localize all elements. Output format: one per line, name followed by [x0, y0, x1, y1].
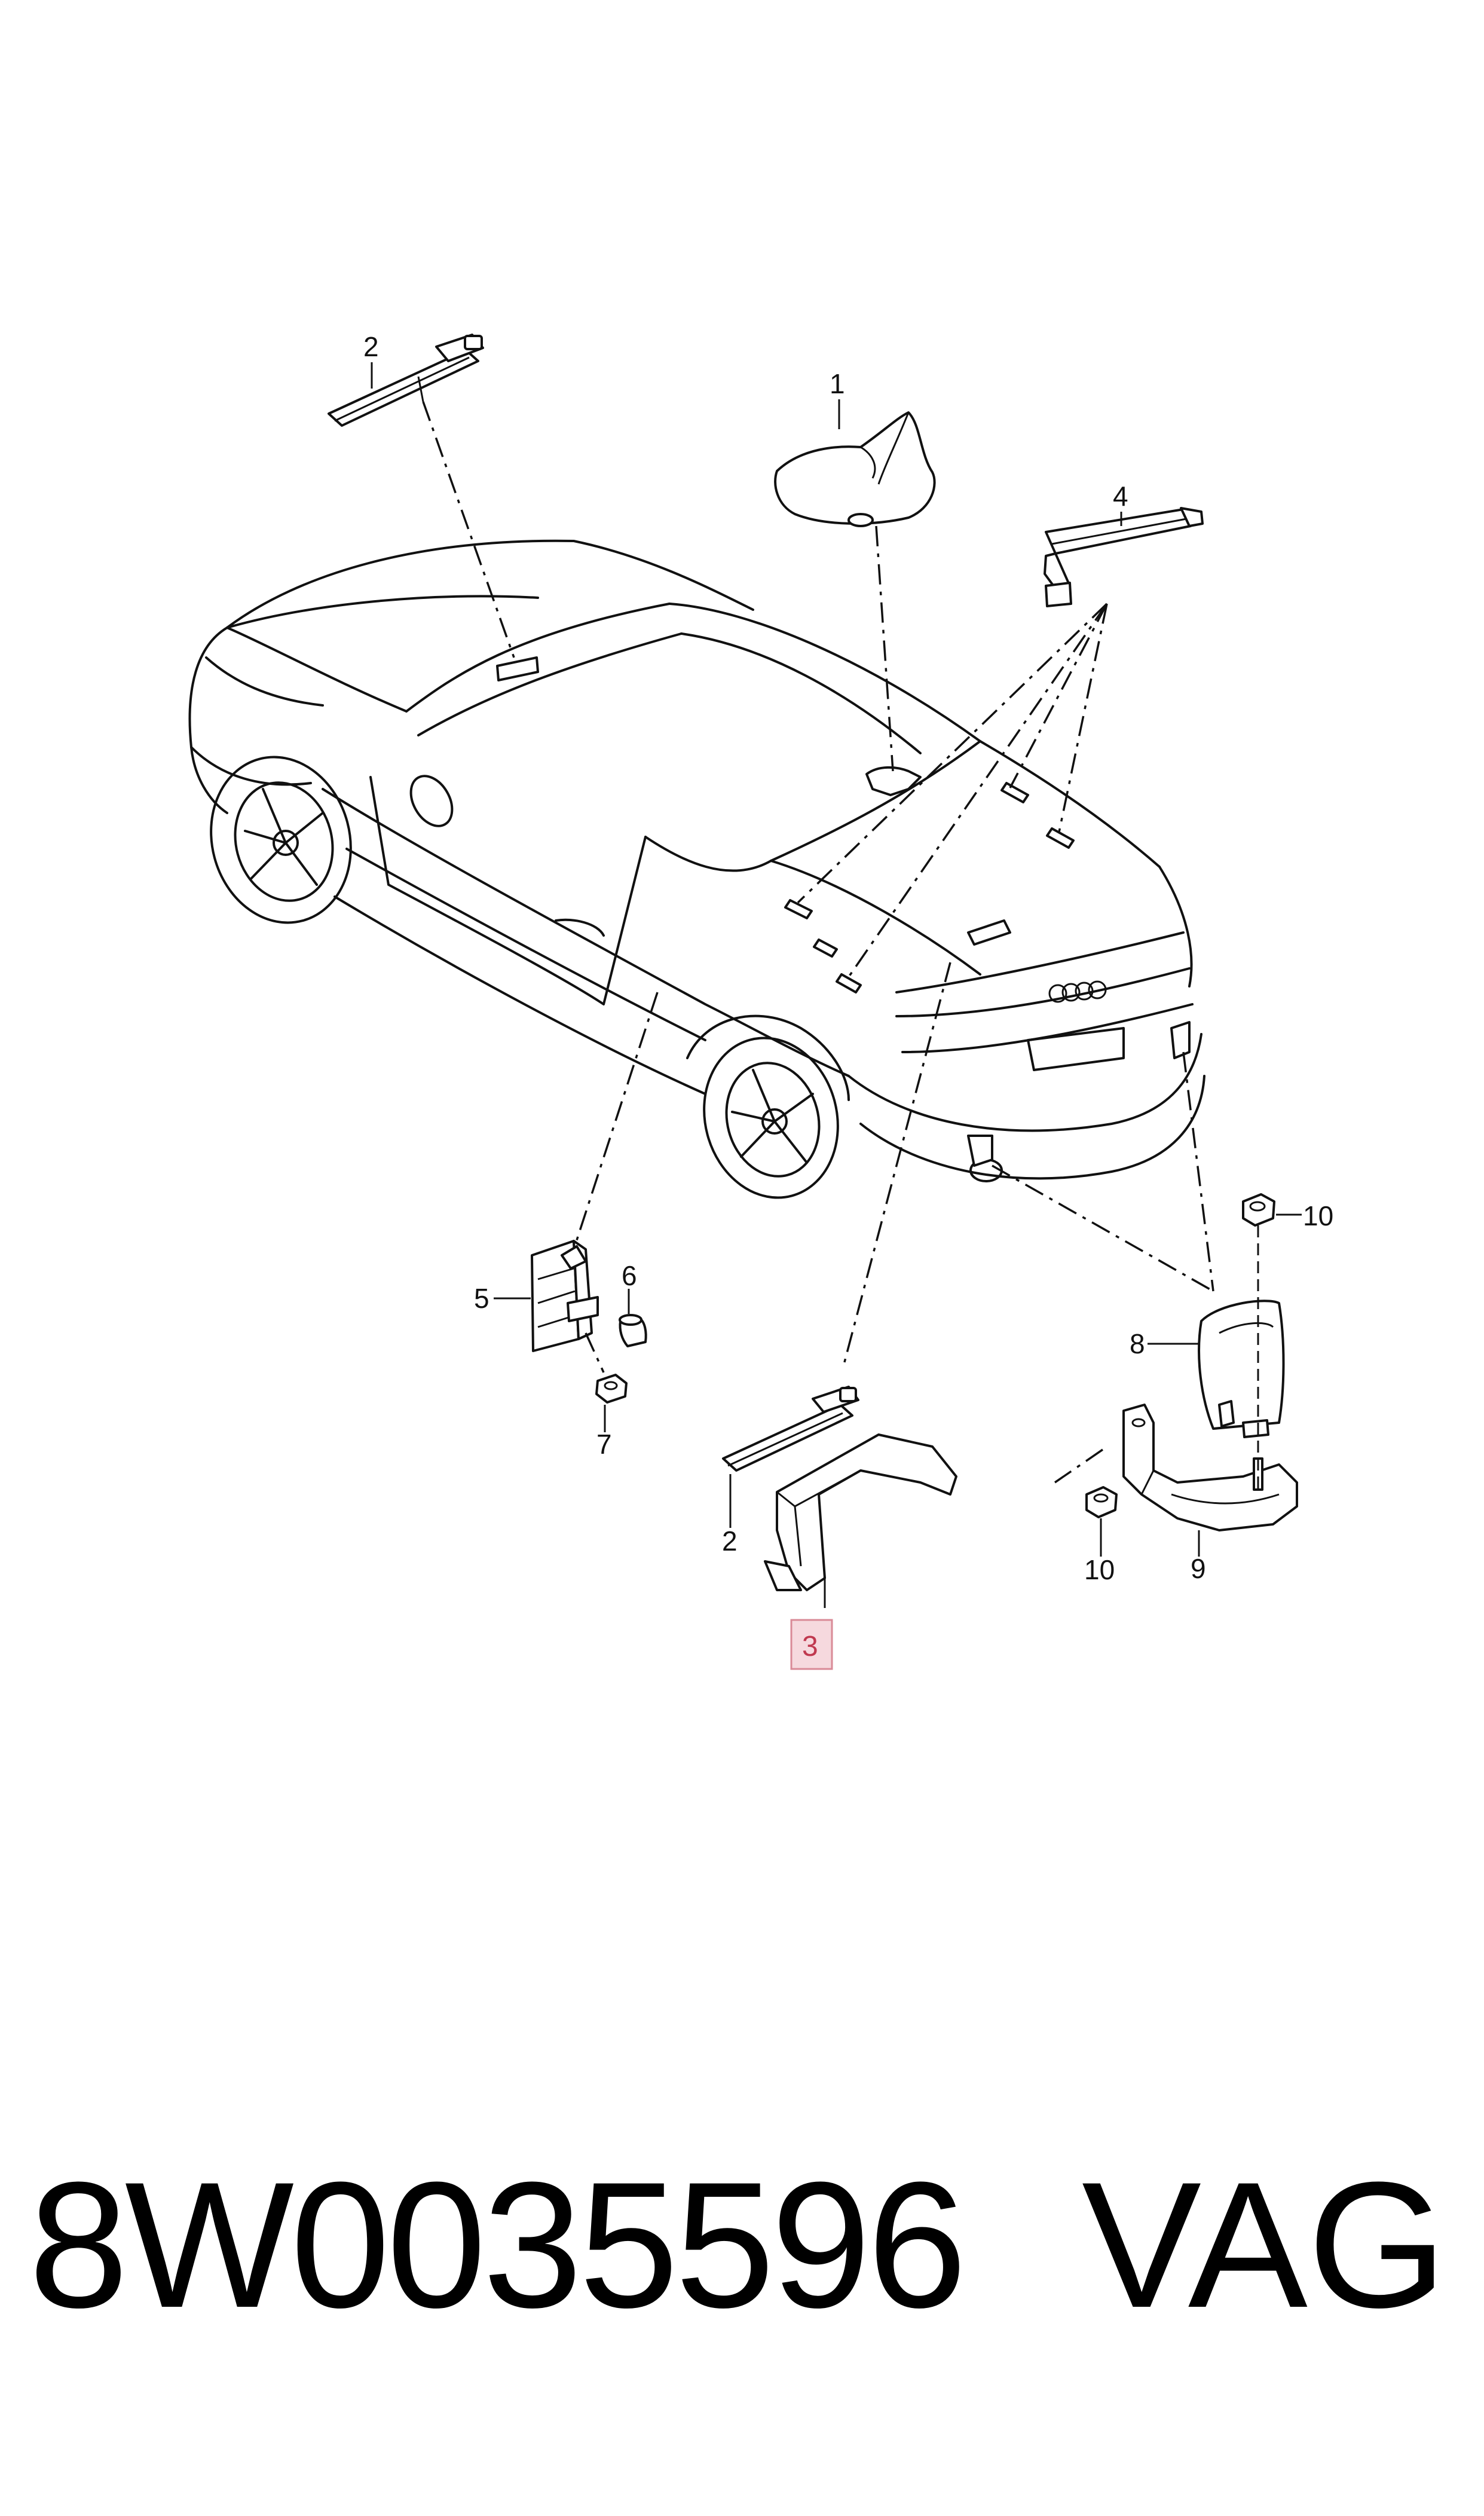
part-5-module — [531, 1240, 599, 1352]
part-8-cover — [1198, 1300, 1285, 1438]
part-10-bottom-nut — [1085, 1486, 1118, 1518]
callout-4: 4 — [1113, 481, 1128, 512]
footer: 8W0035596 VAG — [0, 2146, 1484, 2343]
part-9-plate — [1122, 1404, 1298, 1531]
car-outline — [188, 539, 1205, 1199]
callout-2-bottom: 2 — [722, 1526, 738, 1557]
part-2-bottom-amplifier — [722, 1386, 859, 1472]
part-10-top-nut — [1242, 1193, 1302, 1494]
part-number: 8W0035596 — [29, 2144, 967, 2345]
leader-lines — [422, 401, 1214, 1484]
callout-5: 5 — [474, 1283, 489, 1314]
callout-3-highlight — [790, 1619, 833, 1670]
callout-7: 7 — [596, 1429, 612, 1460]
part-3-bracket — [764, 1433, 957, 1608]
part-4-amplifier — [1044, 507, 1204, 607]
brand-label: VAG — [1082, 2144, 1448, 2345]
callout-1: 1 — [830, 368, 845, 399]
callout-6: 6 — [622, 1260, 637, 1291]
callout-8: 8 — [1130, 1328, 1145, 1359]
part-7-nut — [585, 1332, 628, 1404]
car-mount-markers — [496, 656, 1191, 1167]
callout-9: 9 — [1191, 1553, 1206, 1584]
callout-labels: 2 1 4 5 6 7 8 9 10 10 2 3 — [363, 331, 1333, 1670]
callout-10-top: 10 — [1303, 1200, 1333, 1231]
callout-10-bottom: 10 — [1084, 1554, 1115, 1585]
part-6-clip — [619, 1289, 647, 1347]
callout-3: 3 — [802, 1631, 818, 1662]
callout-2-top: 2 — [363, 331, 379, 362]
part-2-top-amplifier — [328, 334, 484, 427]
part-1-roof-antenna — [774, 411, 936, 527]
